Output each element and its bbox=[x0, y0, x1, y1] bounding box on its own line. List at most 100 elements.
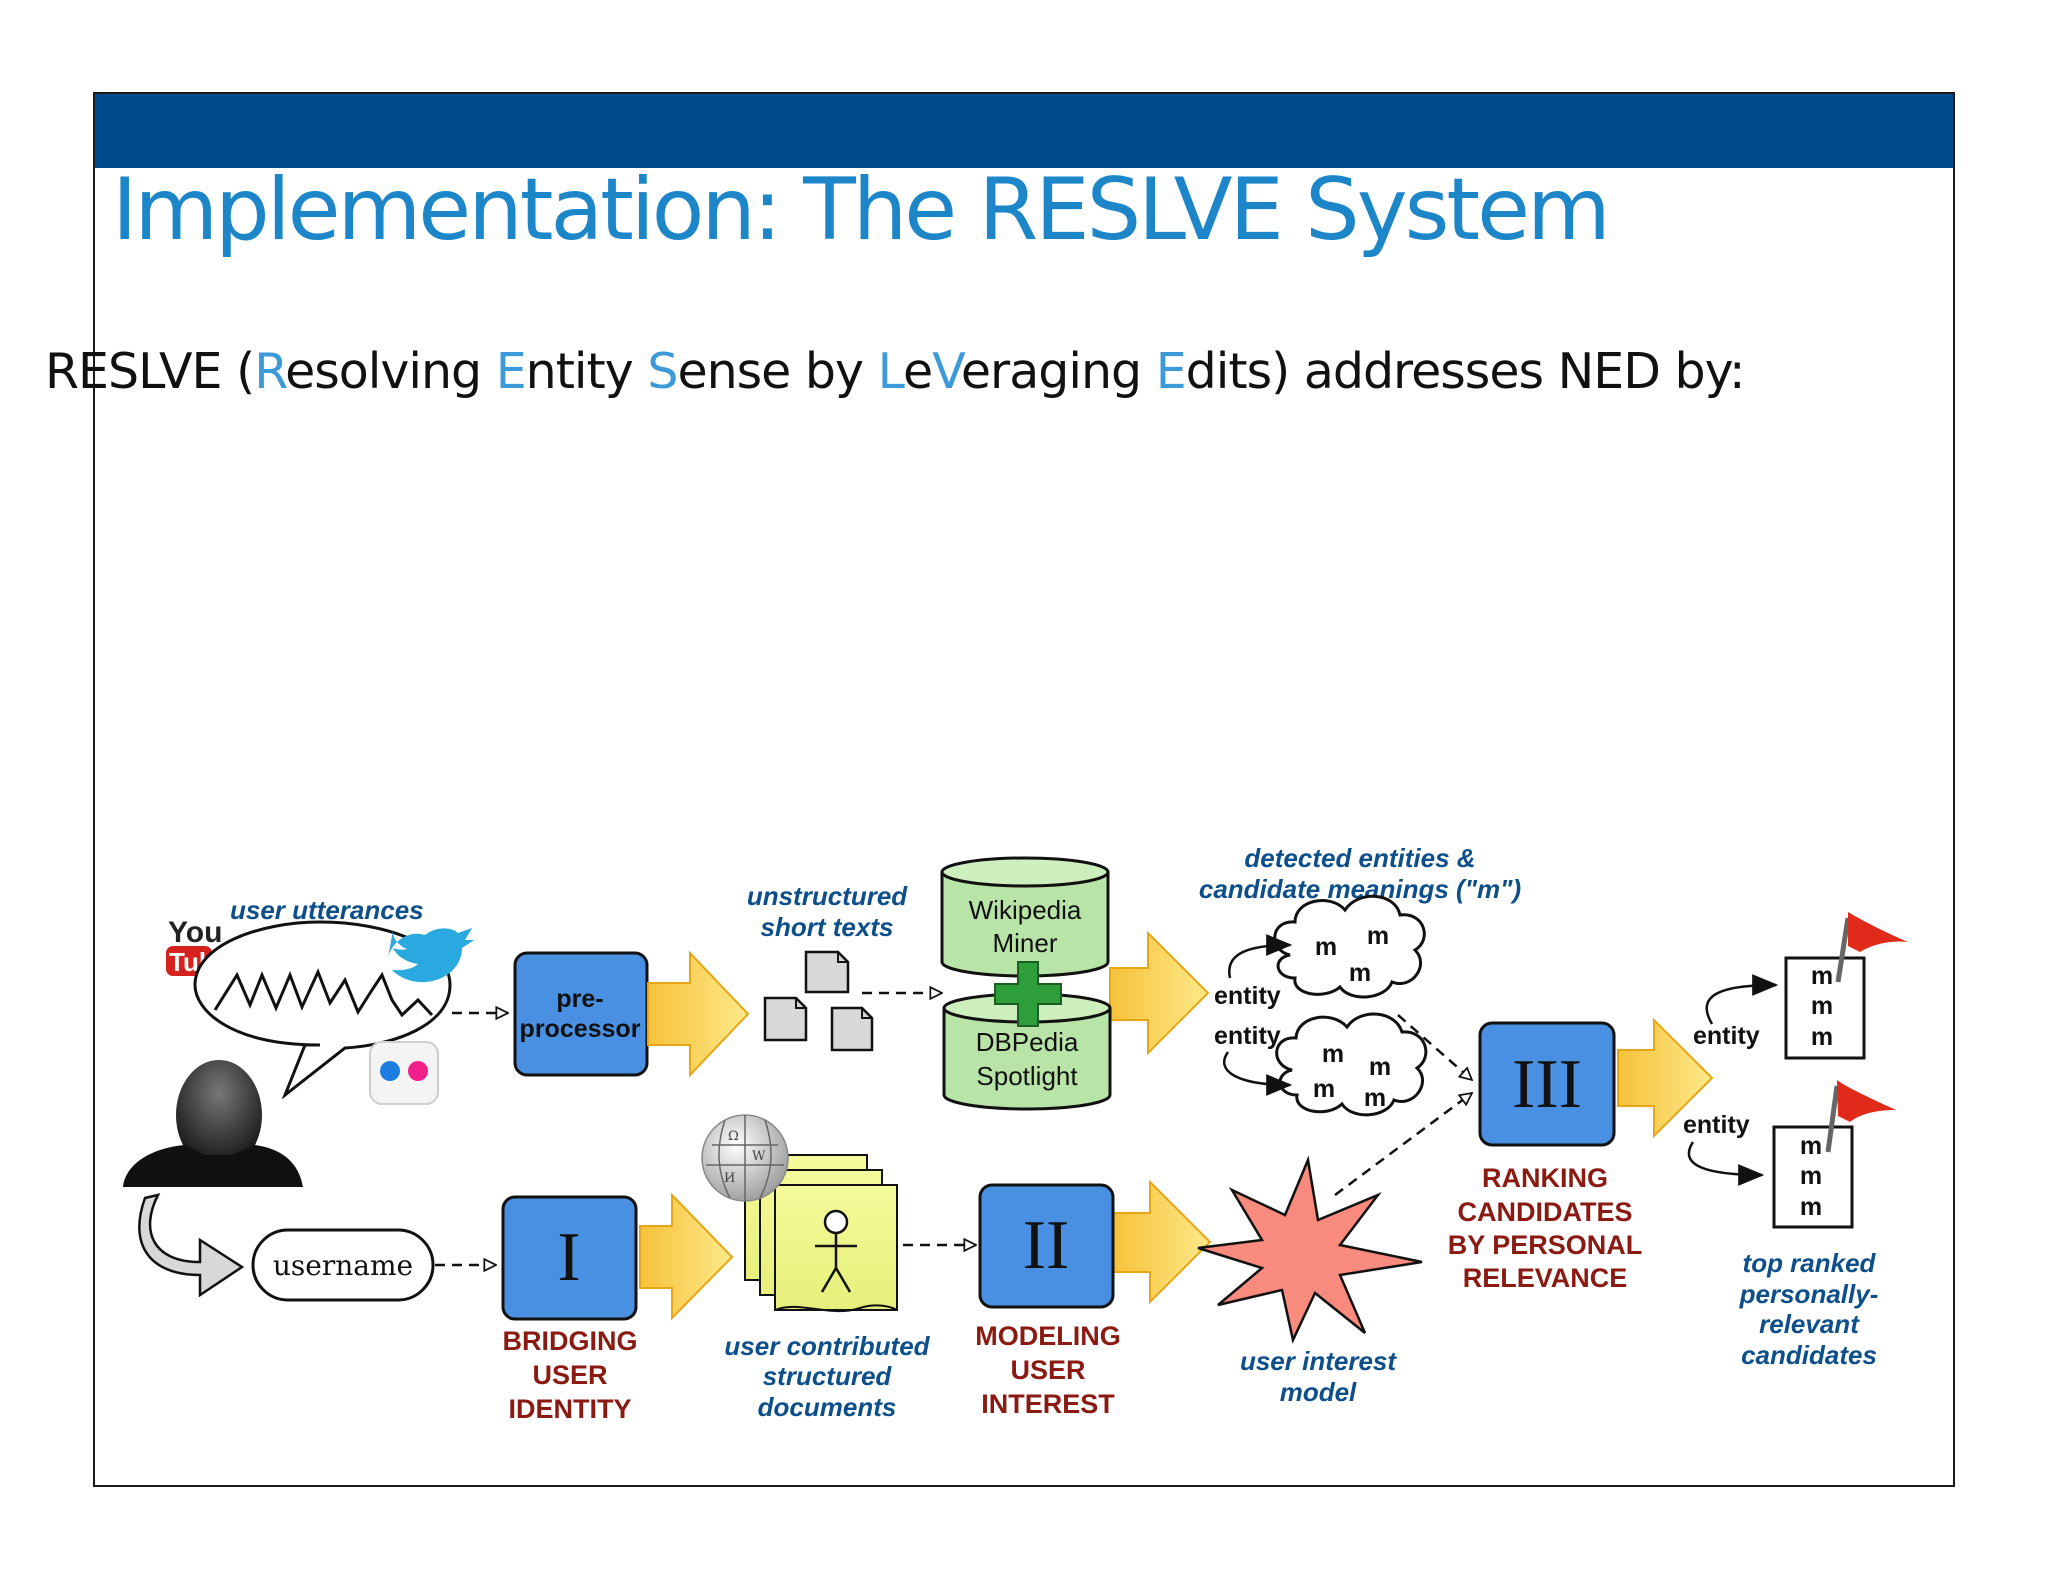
acronym-letter-s: S bbox=[647, 343, 678, 400]
curved-arrow-icon bbox=[138, 1193, 245, 1298]
subtitle-part: esolving bbox=[285, 343, 496, 400]
twitter-icon bbox=[388, 928, 474, 983]
dbpedia-line2: Spotlight bbox=[976, 1061, 1078, 1091]
label-unstructured-1: unstructured bbox=[747, 881, 908, 911]
username-node: username bbox=[251, 1228, 435, 1302]
flow-arrow-3 bbox=[1617, 1017, 1714, 1139]
acronym-letter-e: E bbox=[495, 343, 527, 400]
flag-icon bbox=[1835, 912, 1908, 983]
wikipedia-miner-line1: Wikipedia bbox=[969, 895, 1082, 925]
subtitle-prefix: RESLVE ( bbox=[45, 343, 255, 400]
result-doc-2: m m m bbox=[1772, 1125, 1854, 1229]
result-m: m bbox=[1800, 1162, 1822, 1190]
result-m: m bbox=[1811, 962, 1833, 990]
preprocessor-box: pre- processor bbox=[513, 951, 649, 1077]
entity-arrow bbox=[1705, 974, 1779, 1025]
cloud-icon: m m m bbox=[1273, 894, 1426, 999]
entity-label: entity bbox=[1214, 982, 1281, 1010]
top-ranked-2: personally- bbox=[1739, 1279, 1879, 1309]
wikipedia-miner-line2: Miner bbox=[992, 928, 1057, 958]
preprocessor-line2: processor bbox=[520, 1015, 641, 1043]
modeling-line2: USER bbox=[1010, 1355, 1085, 1385]
preprocessor-line1: pre- bbox=[556, 985, 603, 1013]
cloud-m: m bbox=[1322, 1040, 1344, 1068]
label-unstructured-2: short texts bbox=[761, 912, 894, 942]
ranking-line2: CANDIDATES bbox=[1458, 1197, 1633, 1227]
ranking-line1: RANKING bbox=[1482, 1163, 1608, 1193]
subtitle-part: eraging bbox=[960, 343, 1156, 400]
entity-arrow bbox=[1222, 1051, 1293, 1096]
cloud-m: m bbox=[1364, 1084, 1386, 1112]
stage-2-box: II bbox=[978, 1183, 1115, 1309]
stage-2-numeral: II bbox=[1023, 1207, 1070, 1284]
document-icon bbox=[804, 950, 850, 994]
wikipedia-miner-db: Wikipedia Miner bbox=[940, 856, 1110, 978]
cloud-m: m bbox=[1315, 933, 1337, 961]
bridging-line1: BRIDGING bbox=[503, 1326, 638, 1356]
acronym-letter-l: L bbox=[877, 343, 904, 400]
plus-icon bbox=[994, 961, 1062, 1027]
bridging-line3: IDENTITY bbox=[508, 1394, 631, 1424]
result-m: m bbox=[1800, 1193, 1822, 1221]
header-banner bbox=[95, 94, 1953, 168]
result-m: m bbox=[1811, 992, 1833, 1020]
document-icon bbox=[763, 996, 808, 1042]
ranking-line4: RELEVANCE bbox=[1463, 1263, 1628, 1293]
cloud-m: m bbox=[1367, 922, 1389, 950]
entity-label: entity bbox=[1693, 1022, 1760, 1050]
docs-label-2: structured bbox=[763, 1361, 893, 1391]
subtitle-part: ense by bbox=[677, 343, 878, 400]
flow-arrow-4 bbox=[639, 1192, 734, 1321]
ranking-line3: BY PERSONAL bbox=[1448, 1230, 1643, 1260]
document-icon bbox=[830, 1006, 874, 1052]
flow-arrow-5 bbox=[1112, 1179, 1212, 1305]
subtitle-part: dits bbox=[1185, 343, 1272, 400]
label-detected-1: detected entities & bbox=[1244, 843, 1475, 873]
result-doc-1: m m m bbox=[1784, 956, 1866, 1060]
globe-glyph: И bbox=[724, 1171, 735, 1186]
interest-label-2: model bbox=[1280, 1377, 1357, 1407]
docs-label-3: documents bbox=[758, 1392, 897, 1422]
entity-label: entity bbox=[1683, 1111, 1750, 1139]
wikipedia-globe-icon: Ω W И bbox=[701, 1114, 789, 1202]
entity-label: entity bbox=[1214, 1022, 1281, 1050]
youtube-you-text: You bbox=[168, 916, 222, 949]
top-ranked-1: top ranked bbox=[1743, 1248, 1877, 1278]
stage-3-box: III bbox=[1478, 1021, 1616, 1147]
cloud-m: m bbox=[1349, 959, 1371, 987]
username-label: username bbox=[273, 1249, 413, 1282]
flag-icon bbox=[1825, 1080, 1896, 1153]
stage-1-numeral: I bbox=[557, 1219, 580, 1296]
cloud-m: m bbox=[1369, 1053, 1391, 1081]
globe-glyph: Ω bbox=[728, 1129, 739, 1144]
stick-figure-icon bbox=[815, 1209, 857, 1293]
dbpedia-line1: DBPedia bbox=[976, 1027, 1079, 1057]
entity-arrow bbox=[1228, 934, 1293, 979]
acronym-letter-e2: E bbox=[1155, 343, 1187, 400]
result-m: m bbox=[1811, 1023, 1833, 1051]
label-user-utterances: user utterances bbox=[230, 895, 424, 925]
entity-arrow bbox=[1687, 1141, 1765, 1186]
connector-interest-to-stage3 bbox=[1334, 1093, 1472, 1197]
flow-arrow-1 bbox=[647, 950, 750, 1078]
subtitle-suffix: ) addresses NED by: bbox=[1271, 343, 1745, 400]
speech-bubble bbox=[193, 920, 452, 1100]
acronym-letter-v: V bbox=[932, 343, 962, 400]
flow-arrow-2 bbox=[1109, 930, 1210, 1056]
slide-title: Implementation: The RESLVE System bbox=[112, 160, 1611, 260]
interest-label-1: user interest bbox=[1240, 1346, 1397, 1376]
stage-3-numeral: III bbox=[1512, 1046, 1582, 1123]
star-burst-icon bbox=[1197, 1155, 1423, 1344]
top-ranked-4: candidates bbox=[1741, 1340, 1877, 1370]
cloud-icon: m m m m bbox=[1275, 1012, 1428, 1117]
stage-1-box: I bbox=[501, 1195, 638, 1321]
dbpedia-spotlight-db: DBPedia Spotlight bbox=[942, 992, 1112, 1111]
slide-subtitle: RESLVE (Resolving Entity Sense by LeVera… bbox=[45, 343, 1746, 400]
modeling-line1: MODELING bbox=[975, 1321, 1121, 1351]
subtitle-part: e bbox=[903, 343, 933, 400]
flickr-icon bbox=[369, 1041, 439, 1105]
acronym-letter-r: R bbox=[254, 343, 286, 400]
docs-label-1: user contributed bbox=[724, 1331, 930, 1361]
result-m: m bbox=[1800, 1132, 1822, 1160]
